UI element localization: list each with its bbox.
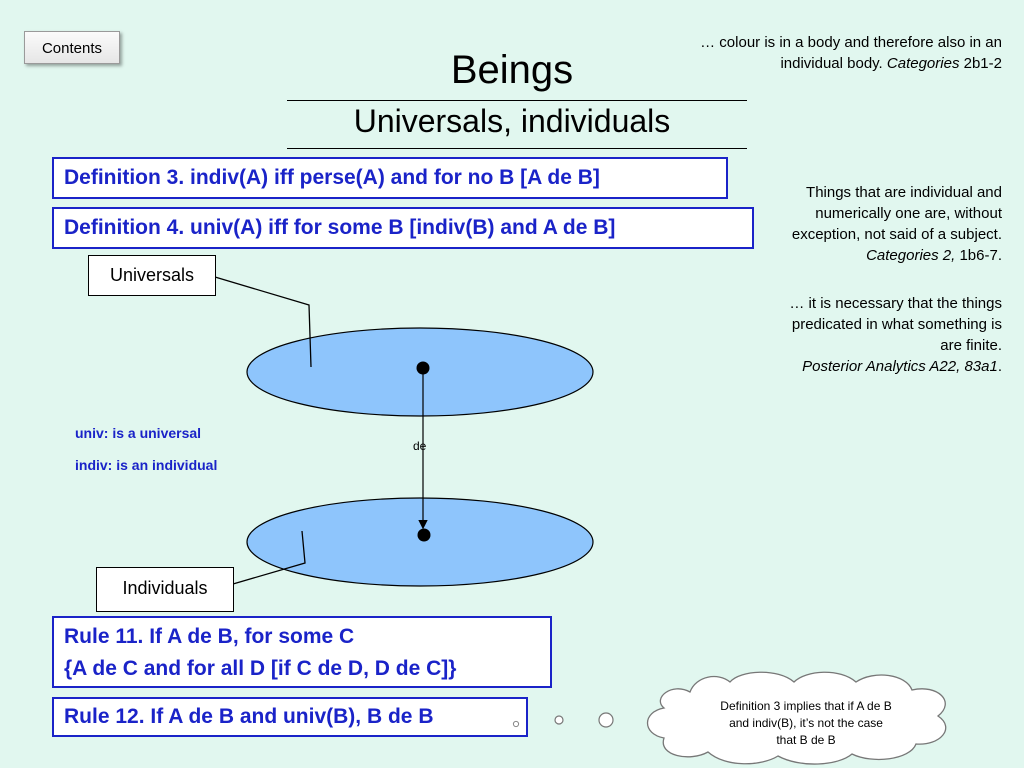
title-underline (287, 100, 747, 101)
rule-11-line2: {A de C and for all D [if C de D, D de C… (64, 657, 457, 680)
quote-colour-body: … colour is in a body and therefore also… (700, 32, 1002, 74)
thought-bubble-small (554, 715, 564, 725)
thought-cloud (647, 671, 947, 765)
quote-line: numerically one are, without (815, 205, 1002, 222)
cloud-line: Definition 3 implies that if A de B (720, 699, 892, 713)
universals-connector (214, 276, 312, 368)
quote-line: are finite. (940, 337, 1002, 354)
individual-point (417, 528, 431, 542)
quote-line: predicated in what something is (791, 316, 1002, 333)
quote-line: Posterior Analytics A22, 83a1. (802, 358, 1002, 375)
universals-label: Universals (88, 255, 216, 296)
rule-12-text: Rule 12. If A de B and univ(B), B de B (64, 705, 434, 728)
page-subtitle: Universals, individuals (353, 103, 671, 139)
quote-individual-numerically-one: Things that are individual and numerical… (792, 182, 1002, 266)
cloud-line: and indiv(B), it’s not the case (729, 716, 883, 730)
definition-4-box: Definition 4. univ(A) iff for some B [in… (52, 207, 754, 249)
universal-point (416, 361, 430, 375)
thought-bubble-medium (598, 712, 614, 728)
quote-line: … it is necessary that the things (789, 295, 1002, 312)
quote-line: exception, not said of a subject. (791, 226, 1002, 243)
quote-line: individual body. Categories 2b1-2 (780, 55, 1002, 72)
quote-predicated-finite: … it is necessary that the things predic… (789, 293, 1002, 377)
legend-univ: univ: is a universal (75, 425, 202, 441)
individuals-ellipse (246, 497, 594, 587)
rule-11-box: Rule 11. If A de B, for some C {A de C a… (52, 616, 552, 688)
individuals-label: Individuals (96, 567, 234, 612)
cloud-line: that B de B (776, 733, 836, 747)
legend-indiv: indiv: is an individual (75, 457, 218, 473)
page-title: Beings (450, 48, 574, 92)
rule-11-line1: Rule 11. If A de B, for some C (64, 625, 355, 648)
rule-12-bubble (512, 720, 520, 728)
rule-12-box: Rule 12. If A de B and univ(B), B de B (52, 697, 528, 737)
quote-line: Things that are individual and (806, 184, 1002, 201)
thought-cloud-text: Definition 3 implies that if A de B and … (696, 698, 916, 749)
quote-line: Categories 2, 1b6-7. (866, 247, 1002, 264)
quote-line: … colour is in a body and therefore also… (700, 34, 1002, 51)
definition-3-box: Definition 3. indiv(A) iff perse(A) and … (52, 157, 728, 199)
individuals-connector (232, 530, 306, 585)
subtitle-underline (287, 148, 747, 149)
de-arrow-label: de (413, 439, 427, 453)
contents-button[interactable]: Contents (24, 31, 120, 64)
